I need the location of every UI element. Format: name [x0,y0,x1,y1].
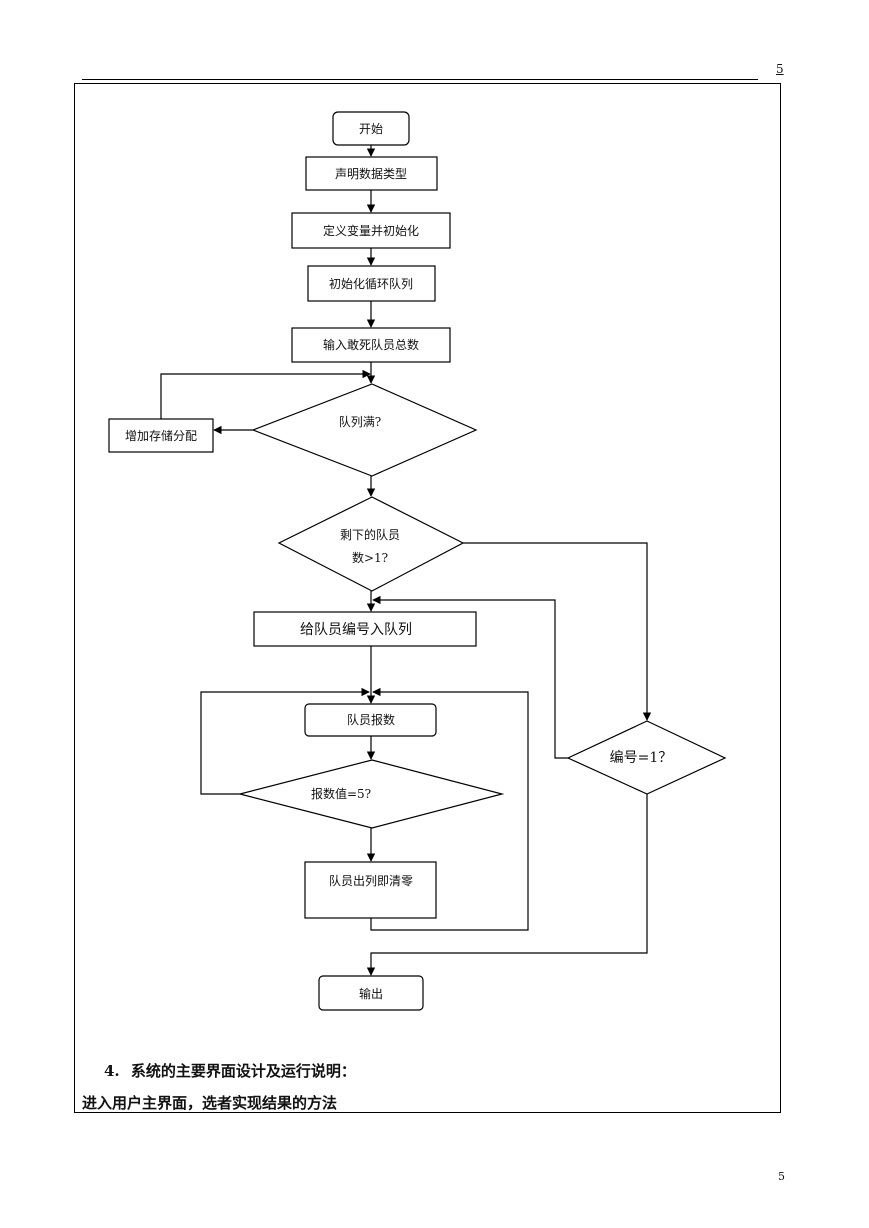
footer-page-number: 5 [778,1170,785,1183]
is-five-label: 报数值=5? [311,786,371,801]
define-label: 定义变量并初始化 [323,223,419,238]
queue-full-node [251,383,478,477]
header-page-number: 5 [776,62,784,76]
enqueue-label: 给队员编号入队列 [300,622,412,638]
declare-label: 声明数据类型 [335,166,407,181]
declare-node [305,156,438,191]
start-label: 开始 [359,122,383,136]
dequeue-label: 队员出列即清零 [329,873,413,888]
remaining-label-2: 数>1? [352,550,388,565]
input-total-label: 输入敢死队员总数 [323,337,419,352]
is-five-node [239,759,505,829]
output-node [318,975,424,1011]
count-off-label: 队员报数 [347,712,395,727]
content-frame [74,83,781,1113]
queue-full-label: 队列满? [339,414,381,429]
enqueue-node [253,611,477,647]
is-one-label: 编号=1？ [610,750,673,766]
init-queue-label: 初始化循环队列 [329,276,413,291]
remaining-node [277,496,465,592]
dequeue-node [304,861,437,919]
section-heading-text: 系统的主要界面设计及运行说明： [130,1062,356,1080]
section-heading: 4. 系统的主要界面设计及运行说明： [104,1060,356,1081]
input-total-node [291,327,451,363]
section-body: 进入用户主界面，选者实现结果的方法 [82,1094,338,1112]
remaining-label-1: 剩下的队员 [340,527,400,542]
section-heading-number: 4. [104,1062,120,1080]
output-label: 输出 [359,986,383,1001]
header-rule [82,79,758,80]
add-storage-label: 增加存储分配 [125,428,197,443]
init-queue-node [307,265,436,302]
